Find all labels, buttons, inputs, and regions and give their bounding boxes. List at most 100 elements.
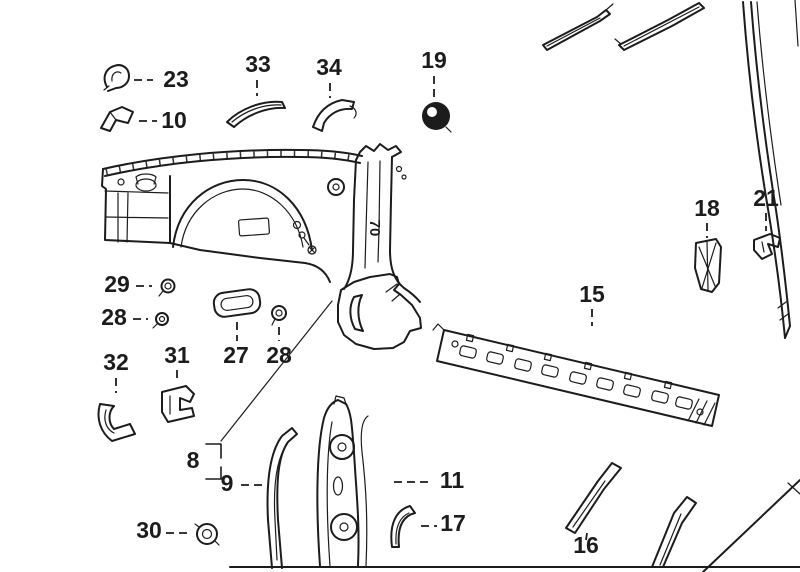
hole — [696, 408, 704, 416]
part-31-clip[interactable] — [161, 385, 195, 423]
detail — [158, 290, 164, 297]
left-box-detail — [104, 190, 169, 243]
outline — [753, 233, 781, 260]
callout-19[interactable]: 19 — [421, 47, 447, 73]
pillar-right-edge — [389, 156, 421, 303]
part-highlighted-cowl-side[interactable] — [337, 273, 422, 350]
part-28b-fastener[interactable] — [271, 305, 287, 326]
outline-outer — [742, 1, 786, 339]
detail — [164, 282, 172, 290]
access-plate — [238, 217, 270, 237]
end-tab — [432, 323, 445, 331]
part-strip-bottom-right[interactable] — [651, 496, 697, 568]
wheel-arch-inner — [180, 188, 304, 248]
callout-32[interactable]: 32 — [103, 349, 129, 375]
hole-lower-inner — [339, 522, 349, 532]
part-windshield-pillar[interactable] — [742, 1, 791, 339]
outline — [103, 64, 130, 92]
filler-cap — [135, 178, 157, 192]
callout-27[interactable]: 27 — [223, 342, 249, 368]
outline — [100, 106, 134, 132]
part-10-bracket[interactable] — [100, 106, 134, 132]
hole — [451, 340, 459, 348]
part-27-pad[interactable] — [212, 288, 262, 318]
part-29-fastener[interactable] — [158, 278, 176, 297]
callout-10[interactable]: 10 — [161, 107, 187, 133]
detail — [614, 6, 700, 47]
ring-hole — [327, 178, 345, 196]
callout-29[interactable]: 29 — [104, 271, 130, 297]
callout-8[interactable]: 8 — [187, 447, 200, 473]
bottom-right-tick — [787, 482, 800, 495]
leader-16 — [585, 532, 588, 541]
slot — [332, 476, 344, 496]
part-32-clip[interactable] — [97, 403, 136, 442]
bottom-right-diagonal — [702, 479, 800, 572]
detail — [349, 105, 357, 119]
part-17-corner-strip[interactable] — [390, 505, 416, 548]
hole-upper-inner — [337, 442, 347, 452]
outline — [436, 329, 720, 427]
part-23-clip[interactable] — [103, 64, 130, 92]
notch — [663, 380, 673, 390]
left-box — [101, 168, 171, 244]
part-34-strip[interactable] — [312, 99, 357, 132]
outline — [97, 403, 136, 442]
outline — [542, 9, 611, 51]
callout-23[interactable]: 23 — [163, 66, 189, 92]
weld-ticks — [105, 150, 361, 175]
outline — [196, 523, 218, 545]
hole — [541, 364, 559, 378]
top-tab — [333, 395, 347, 405]
callout-28a[interactable]: 28 — [101, 304, 127, 330]
callout-31[interactable]: 31 — [164, 342, 190, 368]
callout-33[interactable]: 33 — [245, 51, 271, 77]
highlight-outline — [337, 273, 422, 350]
hole — [596, 377, 614, 391]
notch — [623, 371, 633, 381]
part-trim-strip-1[interactable] — [542, 3, 614, 51]
outline — [565, 462, 622, 534]
part-19-grommet[interactable] — [422, 102, 452, 133]
outline — [312, 99, 355, 132]
part-33-strip[interactable] — [226, 100, 286, 128]
outline — [422, 102, 450, 130]
callout-30[interactable]: 30 — [136, 517, 162, 543]
outline — [226, 100, 286, 128]
part-21-clip[interactable] — [753, 233, 781, 260]
part-15-sill-panel[interactable] — [432, 323, 720, 427]
callout-17[interactable]: 17 — [440, 510, 466, 536]
flange-inner — [326, 421, 333, 567]
part-28a-fastener[interactable] — [152, 312, 169, 329]
callout-15[interactable]: 15 — [579, 281, 605, 307]
callout-28b[interactable]: 28 — [266, 342, 292, 368]
part-cowl-assembly[interactable]: 70 — [101, 143, 421, 303]
hole — [514, 358, 532, 372]
screw-cross — [308, 246, 316, 254]
callout-11[interactable]: 11 — [440, 467, 465, 493]
detail — [158, 315, 166, 323]
callout-34[interactable]: 34 — [316, 54, 342, 80]
detail — [109, 111, 117, 121]
callout-18[interactable]: 18 — [694, 195, 720, 221]
part-16-strip[interactable] — [565, 462, 622, 534]
pillar-inner-lines — [364, 160, 381, 269]
detail — [231, 104, 282, 123]
notch — [583, 361, 593, 371]
detail — [445, 126, 452, 133]
screw — [307, 245, 317, 255]
part-18-bracket[interactable] — [694, 238, 722, 293]
pillar-left-edge — [343, 159, 357, 290]
part-trim-strip-2[interactable] — [614, 2, 705, 51]
detail — [271, 318, 276, 326]
callout-9[interactable]: 9 — [221, 470, 234, 496]
hole — [569, 371, 587, 385]
leader-8-to-part — [220, 300, 333, 442]
part-11-pillar[interactable] — [316, 395, 369, 567]
hole — [292, 220, 302, 230]
part-30-grommet[interactable] — [194, 523, 220, 546]
part-9-channel[interactable] — [266, 427, 298, 569]
callout-16[interactable]: 16 — [573, 532, 599, 558]
